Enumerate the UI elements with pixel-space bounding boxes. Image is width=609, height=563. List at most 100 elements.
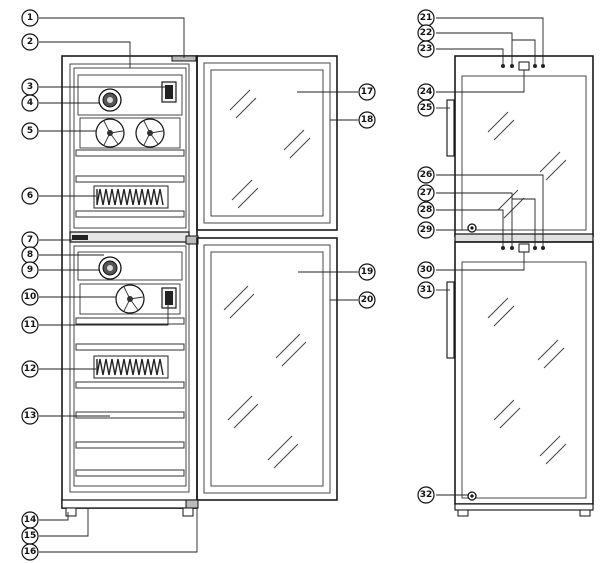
svg-text:24: 24 — [420, 87, 433, 97]
exterior-lower-control-strip — [501, 243, 545, 253]
svg-text:16: 16 — [24, 547, 37, 557]
lower-evaporator-coil — [93, 355, 169, 379]
exterior-lower-glass — [461, 261, 587, 499]
front-foot-left — [65, 507, 77, 517]
callout-28: 28 — [417, 201, 435, 219]
upper-thermostat-knob-center — [107, 97, 113, 103]
lower-glass-door — [196, 237, 338, 501]
svg-text:6: 6 — [27, 191, 33, 201]
cabinet-base — [61, 499, 198, 509]
lower-fan-housing — [79, 283, 181, 315]
exterior-lower-glass-reflection — [487, 297, 567, 465]
callout-26: 26 — [417, 166, 435, 184]
lower-display-screen — [165, 291, 173, 305]
upper-door-glass-reflection — [229, 89, 311, 209]
lower-door-glass-reflection — [223, 285, 307, 469]
svg-text:7: 7 — [27, 235, 33, 245]
callout-31: 31 — [417, 281, 435, 299]
svg-text:29: 29 — [420, 225, 433, 235]
cabinet-exterior-view — [446, 55, 594, 517]
callout-1: 1 — [21, 9, 39, 27]
svg-text:19: 19 — [361, 267, 374, 277]
upper-display-screen — [165, 85, 173, 99]
callout-30: 30 — [417, 261, 435, 279]
exterior-divider-band — [454, 233, 594, 243]
exterior-upper-lock-core — [470, 226, 474, 230]
upper-fan-left — [95, 118, 125, 148]
svg-text:1: 1 — [27, 13, 33, 23]
callout-16: 16 — [21, 543, 39, 561]
lower-door-frame-inner — [203, 244, 331, 494]
callouts: 1 2 3 4 5 6 7 8 9 10 11 12 13 14 15 16 1… — [21, 9, 435, 561]
callout-11: 11 — [21, 316, 39, 334]
callout-32: 32 — [417, 486, 435, 504]
svg-text:15: 15 — [24, 531, 37, 541]
exterior-lower-section — [454, 241, 594, 505]
svg-text:32: 32 — [420, 490, 433, 500]
exterior-upper-handle — [446, 99, 455, 157]
lower-fan — [115, 284, 145, 314]
svg-text:26: 26 — [420, 170, 433, 180]
callout-24: 24 — [417, 83, 435, 101]
exterior-lower-lock-core — [470, 494, 474, 498]
svg-text:13: 13 — [24, 411, 37, 421]
upper-fan-housing — [79, 117, 181, 149]
lower-shelf-1 — [75, 317, 185, 325]
svg-text:5: 5 — [27, 126, 33, 136]
callout-29: 29 — [417, 221, 435, 239]
svg-text:11: 11 — [24, 320, 37, 330]
svg-text:10: 10 — [24, 292, 37, 302]
svg-text:3: 3 — [27, 82, 33, 92]
svg-text:9: 9 — [27, 265, 33, 275]
callout-13: 13 — [21, 407, 39, 425]
svg-text:20: 20 — [361, 295, 374, 305]
exterior-foot-right — [579, 509, 591, 517]
svg-text:4: 4 — [27, 98, 33, 108]
lower-shelf-5 — [75, 441, 185, 449]
callout-2: 2 — [21, 33, 39, 51]
exterior-foot-left — [457, 509, 469, 517]
callout-4: 4 — [21, 94, 39, 112]
upper-shelf-3 — [75, 210, 185, 218]
callout-15: 15 — [21, 527, 39, 545]
svg-text:28: 28 — [420, 205, 433, 215]
svg-text:8: 8 — [27, 250, 33, 260]
upper-door-glass — [210, 69, 324, 217]
lower-shelf-4 — [75, 411, 185, 419]
upper-shelf-2 — [75, 175, 185, 183]
svg-text:25: 25 — [420, 103, 433, 113]
svg-text:22: 22 — [420, 28, 433, 38]
upper-control-panel — [77, 74, 183, 116]
callout-8: 8 — [21, 246, 39, 264]
exterior-base — [454, 503, 594, 511]
callout-3: 3 — [21, 78, 39, 96]
upper-fan-right — [135, 118, 165, 148]
callout-12: 12 — [21, 360, 39, 378]
svg-text:2: 2 — [27, 37, 33, 47]
callout-6: 6 — [21, 187, 39, 205]
cabinet-inner-wall — [69, 63, 190, 493]
lower-door-glass — [210, 251, 324, 487]
callout-23: 23 — [417, 40, 435, 58]
callout-27: 27 — [417, 184, 435, 202]
callout-25: 25 — [417, 99, 435, 117]
upper-door-frame-inner — [203, 62, 331, 224]
callout-18: 18 — [358, 111, 376, 129]
callout-19: 19 — [358, 263, 376, 281]
lower-control-panel — [77, 251, 183, 281]
upper-shelf-1 — [75, 149, 185, 157]
callout-21: 21 — [417, 9, 435, 27]
callout-5: 5 — [21, 122, 39, 140]
svg-text:30: 30 — [420, 265, 433, 275]
callout-9: 9 — [21, 261, 39, 279]
svg-text:23: 23 — [420, 44, 433, 54]
exterior-upper-control-strip — [501, 61, 545, 71]
lower-door-bottom-hinge — [185, 499, 199, 509]
lower-door-hinge — [185, 235, 199, 245]
upper-glass-door — [196, 55, 338, 231]
svg-text:27: 27 — [420, 188, 433, 198]
exterior-upper-glass-reflection — [487, 111, 567, 219]
cabinet-body — [61, 55, 198, 509]
front-foot-right — [182, 507, 194, 517]
